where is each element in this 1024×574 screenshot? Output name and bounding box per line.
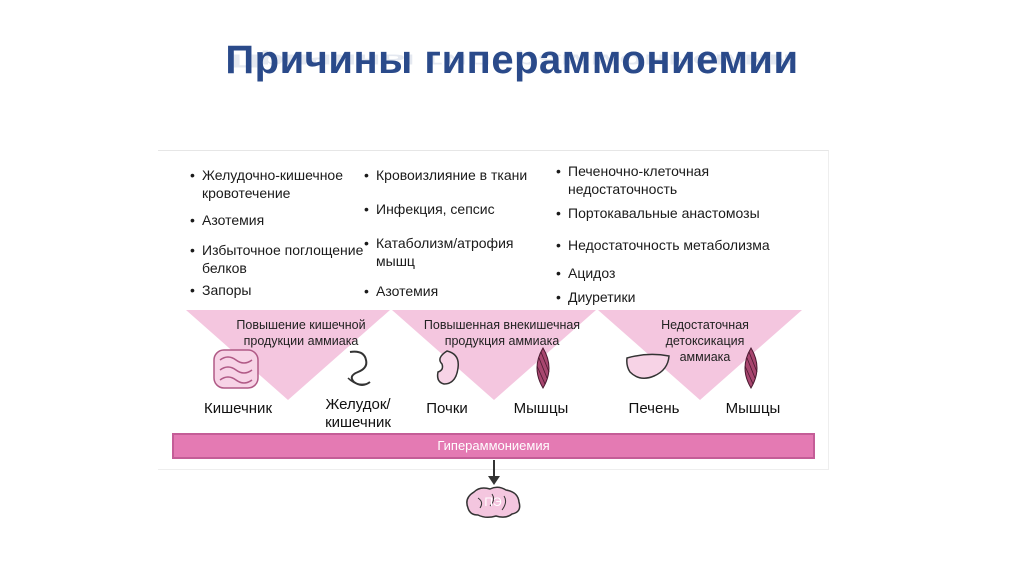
triangle-label: Повышенная внекишечная продукция аммиака (423, 318, 581, 348)
causes-column-1: Желудочно-кишечное кровотечение Азотемия… (190, 166, 365, 308)
organ-label: Мышцы (725, 400, 781, 417)
cause-item: Кровоизлияние в ткани (364, 166, 554, 184)
cause-item: Желудочно-кишечное кровотечение (190, 166, 365, 202)
organ-label: Печень (628, 400, 680, 417)
cause-item: Запоры (190, 281, 365, 299)
kidney-icon (436, 350, 460, 385)
causes-column-2: Кровоизлияние в ткани Инфекция, сепсис К… (364, 166, 554, 309)
liver-icon (626, 353, 670, 379)
brain-label: ПЭ (484, 495, 502, 509)
cause-item: Азотемия (190, 211, 365, 229)
triangle-detox (598, 310, 802, 400)
down-arrow-icon (488, 460, 500, 485)
cause-item: Недостаточность метаболизма (556, 236, 816, 254)
brain-icon: ПЭ (466, 486, 521, 519)
triangle-label: Повышение кишечной продукции аммиака (236, 318, 366, 348)
slide-title: Причины гипераммониемии (225, 38, 799, 82)
organ-label: Желудок/ кишечник (325, 396, 391, 431)
cause-item: Азотемия (364, 282, 554, 300)
triangle-extraintestinal (392, 310, 596, 400)
organ-label: Мышцы (513, 400, 569, 417)
muscle-icon (744, 347, 758, 389)
causes-column-3: Печеночно-клеточная недостаточность Порт… (556, 162, 816, 315)
cause-item: Портокавальные анастомозы (556, 204, 816, 222)
intestine-icon (213, 349, 259, 389)
cause-item: Катаболизм/атрофия мышц (364, 234, 536, 270)
cause-item: Диуретики (556, 288, 816, 306)
hyperammonemia-bar: Гипераммониемия (172, 433, 815, 459)
slide-title-reflection: Причины гипераммониемии (231, 50, 793, 70)
cause-item: Инфекция, сепсис (364, 200, 554, 218)
cause-item: Избыточное поглощение белков (190, 241, 365, 277)
triangle-intestinal (186, 310, 390, 400)
stomach-icon (347, 350, 371, 386)
cause-item: Ацидоз (556, 264, 816, 282)
organ-label: Почки (426, 400, 468, 417)
triangle-label: Недостаточная детоксикация аммиака (661, 318, 749, 364)
organ-label: Кишечник (203, 400, 273, 417)
muscle-icon (536, 347, 550, 389)
cause-item: Печеночно-клеточная недостаточность (556, 162, 758, 198)
